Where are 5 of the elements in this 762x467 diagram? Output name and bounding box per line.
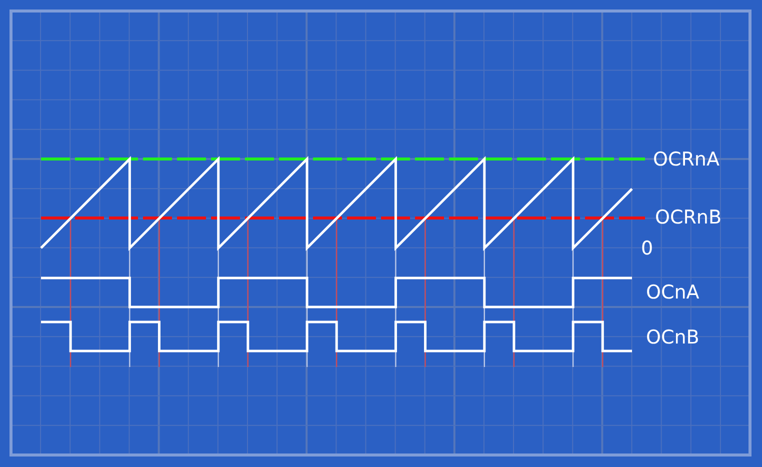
signal-label: OCRnB: [655, 208, 722, 228]
signal-label: OCnB: [646, 328, 700, 348]
signal-label: OCnA: [646, 284, 700, 302]
signal-label: OCRnA: [653, 150, 720, 170]
axis-label: 0: [641, 240, 654, 258]
